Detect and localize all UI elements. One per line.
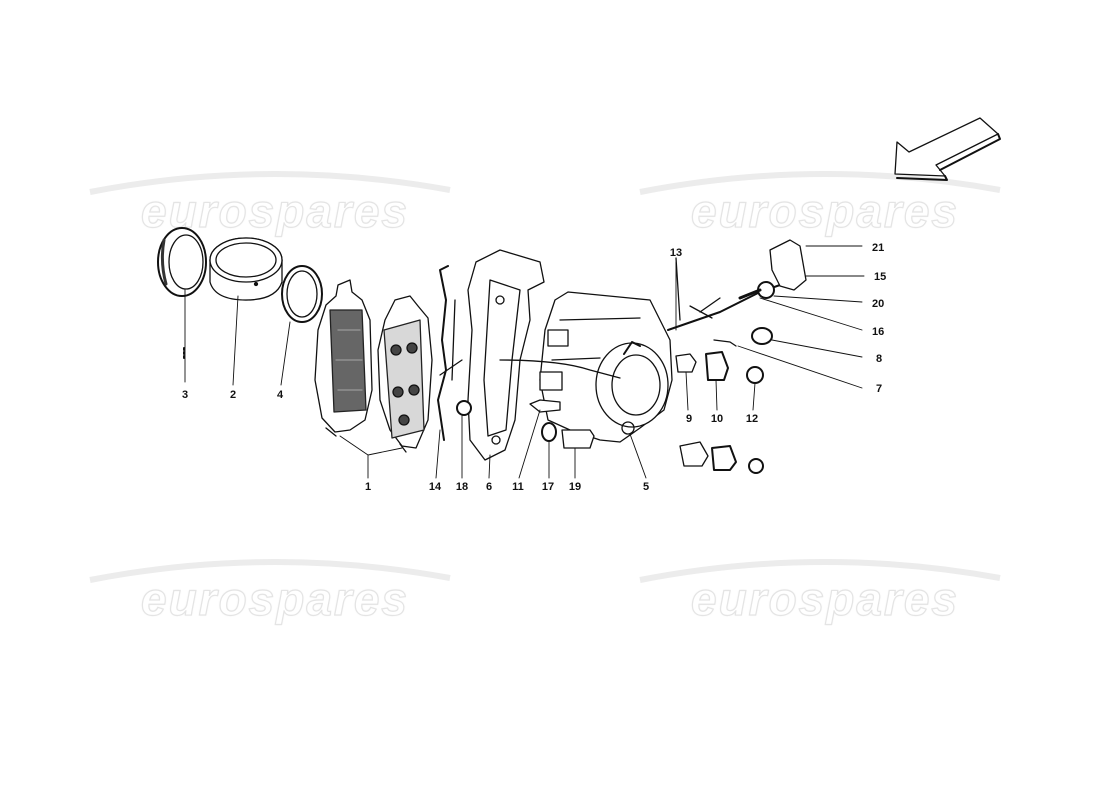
piston-part [209,237,283,301]
callout-1: 1 [365,481,371,493]
watermark-swoosh [639,559,1001,583]
watermark-text: eurospares [690,572,959,625]
callout-7: 7 [876,383,882,395]
bolt-part [529,399,595,449]
callout-10: 10 [711,413,723,425]
callout-3: 3 [182,389,188,401]
watermark-swoosh [639,171,1001,195]
watermark-bottom-right: eurospares [630,550,1020,630]
callout-labels: 3 2 4 1 14 18 6 11 17 19 5 9 10 12 13 21… [182,242,886,493]
callout-21: 21 [872,242,884,254]
watermark-text: eurospares [140,572,409,625]
callout-4: 4 [277,389,284,401]
piston-seal-part [281,265,323,323]
watermark-swoosh [89,171,451,195]
callout-9: 9 [686,413,692,425]
dust-seal-part [157,227,207,297]
callout-8: 8 [876,353,882,365]
callout-2: 2 [230,389,236,401]
crossover-pipe-part [499,359,621,379]
fitting-part [713,327,773,347]
callout-6: 6 [486,481,492,493]
arrow-down-left-icon [894,117,1001,181]
caliper-body-part [539,291,673,443]
leader-lines [184,245,865,479]
callout-15: 15 [874,271,886,283]
callout-18: 18 [456,481,468,493]
callout-16: 16 [872,326,884,338]
callout-12: 12 [746,413,758,425]
callout-20: 20 [872,298,884,310]
callout-11: 11 [512,481,524,493]
callout-19: 19 [569,481,581,493]
callout-13: 13 [670,247,682,259]
watermark-swoosh [89,559,451,583]
bleeder-parts [675,351,764,474]
watermark-top-right: eurospares [630,162,1020,242]
brake-pad-set-part [314,279,433,453]
callout-17: 17 [542,481,554,493]
watermark-bottom-left: eurospares [80,550,470,630]
callout-14: 14 [429,481,442,493]
caliper-bracket-part [456,249,545,461]
hose-bracket-part [738,239,807,300]
sensor-wire-part [675,257,721,321]
pad-spring-part [437,265,463,441]
watermark-text: eurospares [690,184,959,237]
callout-5: 5 [643,481,649,493]
